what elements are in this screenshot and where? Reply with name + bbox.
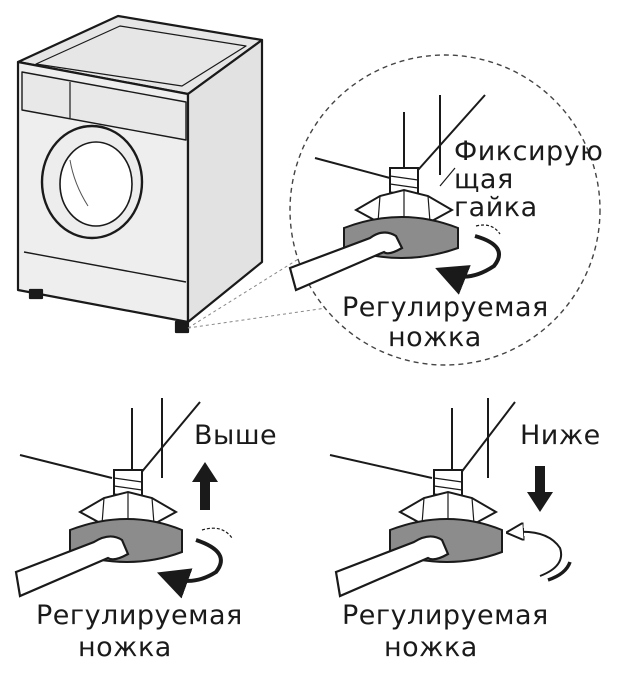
adjustable-foot-label-top-line1: Регулируемая [342,292,549,323]
zoom-guide [187,257,341,329]
lower-label: Ниже [520,420,601,451]
lock-nut-label-line3: гайка [454,192,538,223]
raise-foot-panel [14,398,233,599]
adjustable-foot-label-right-line2: ножка [384,632,478,663]
adjustable-foot-label-top-line2: ножка [388,322,482,353]
zoom-circle [288,54,601,366]
adjustable-foot-label-right-line1: Регулируемая [342,600,549,631]
lock-nut-label-line1: Фиксирую [454,136,603,167]
down-arrow-icon [527,466,553,512]
lock-nut-label-line2: щая [454,164,514,195]
up-arrow-icon [192,462,218,510]
adjustable-foot-label-left-line2: ножка [78,632,172,663]
adjustable-foot-label-left-line1: Регулируемая [36,600,243,631]
washing-machine [16,14,264,334]
higher-label: Выше [194,420,277,451]
lower-foot-panel [329,398,572,598]
